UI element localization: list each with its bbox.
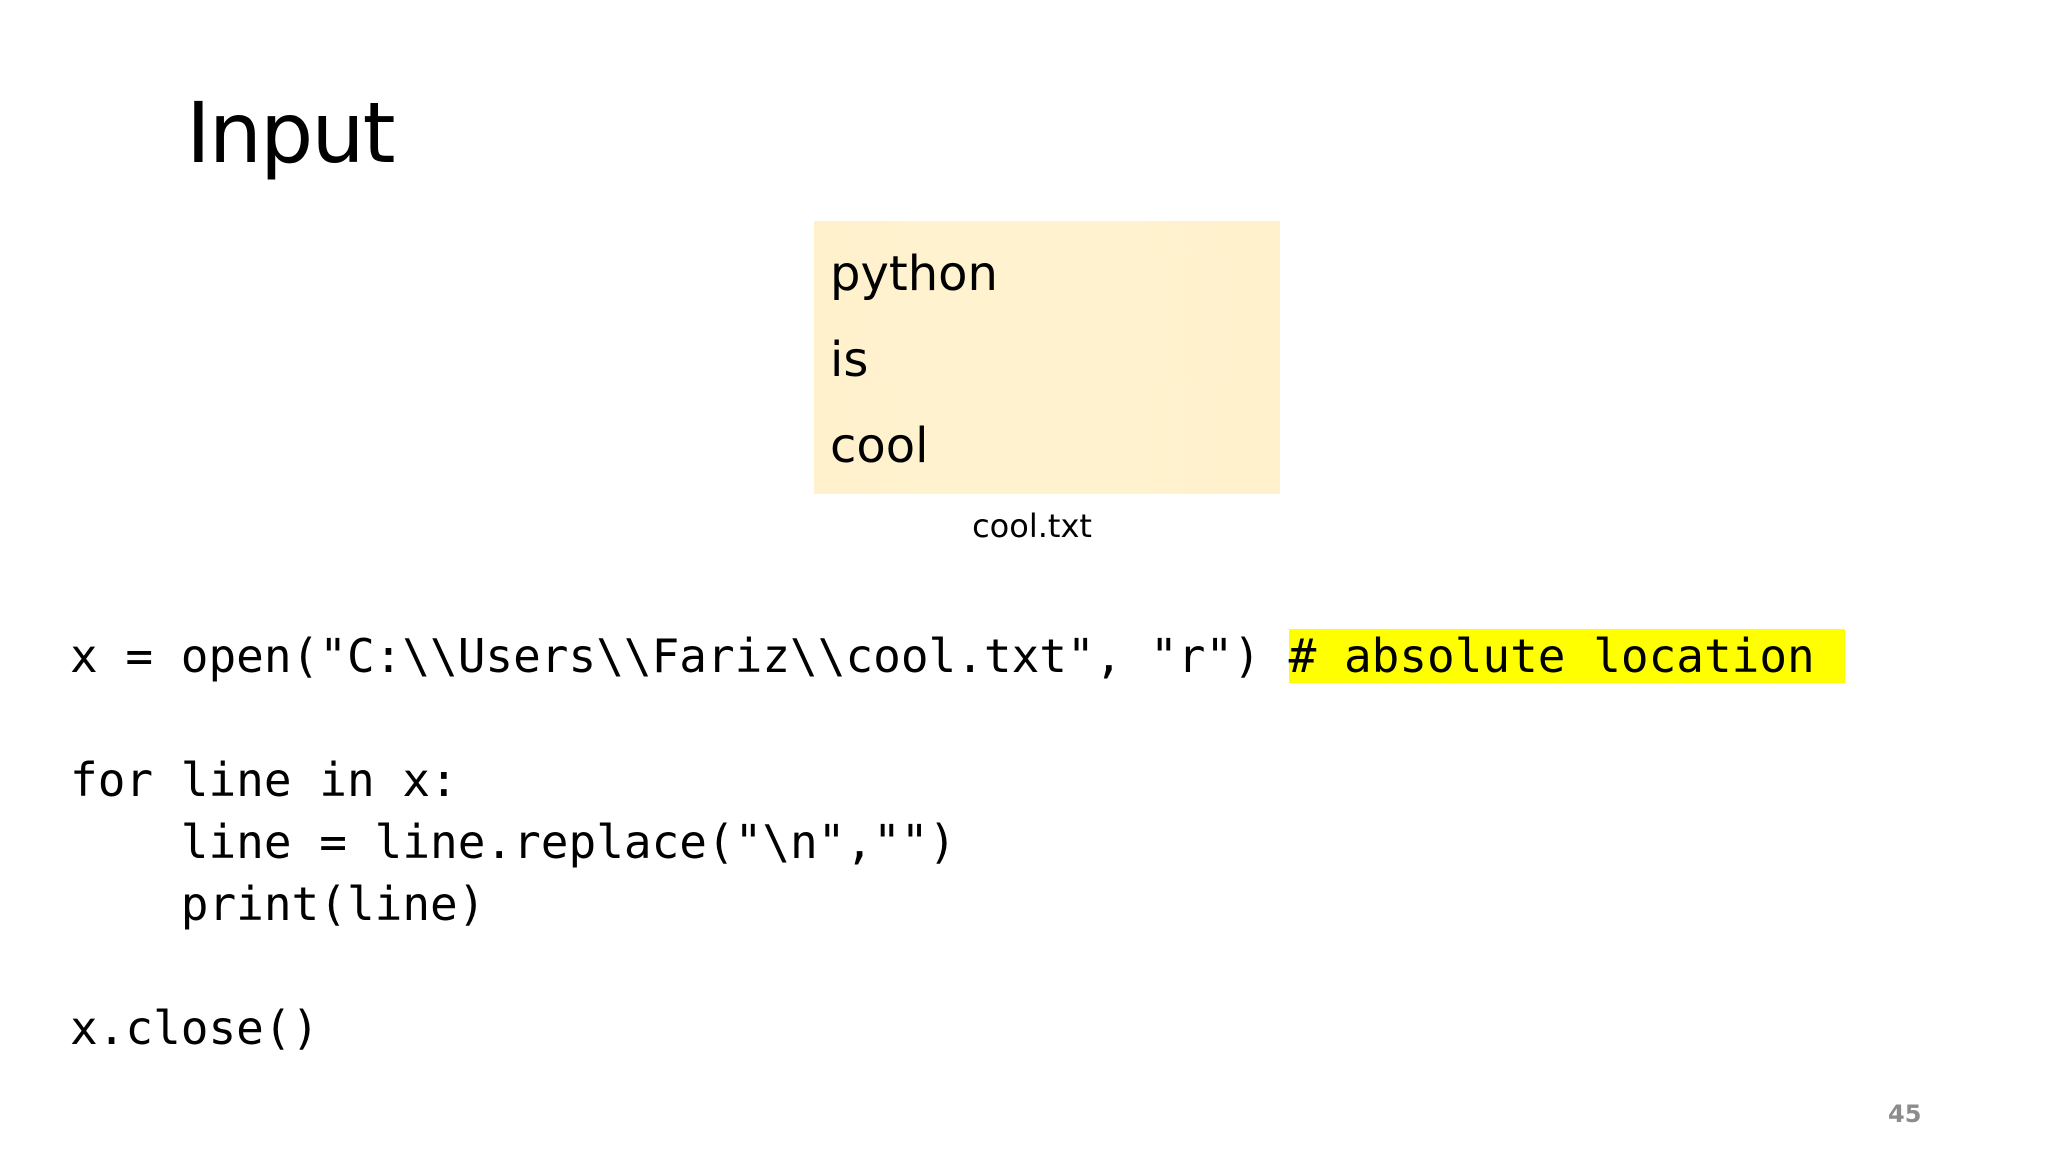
code-line-print: print(line) bbox=[70, 877, 486, 931]
code-blank-line bbox=[70, 935, 1845, 997]
file-line-3: cool bbox=[830, 418, 929, 474]
file-name-caption: cool.txt bbox=[972, 507, 1092, 545]
slide-title: Input bbox=[186, 84, 396, 182]
open-statement: x = open("C:\\Users\\Fariz\\cool.txt", "… bbox=[70, 629, 1289, 683]
file-line-2: is bbox=[830, 332, 869, 388]
highlighted-comment: # absolute location bbox=[1288, 629, 1845, 683]
code-blank-line bbox=[70, 687, 1845, 749]
file-line-1: python bbox=[830, 246, 998, 302]
code-block: x = open("C:\\Users\\Fariz\\cool.txt", "… bbox=[70, 625, 1845, 1059]
code-line-close: x.close() bbox=[70, 1001, 320, 1055]
file-contents-box: python is cool bbox=[814, 221, 1280, 494]
code-line-for: for line in x: bbox=[70, 753, 458, 807]
page-number: 45 bbox=[1888, 1100, 1922, 1128]
code-line-open: x = open("C:\\Users\\Fariz\\cool.txt", "… bbox=[70, 625, 1845, 687]
code-line-replace: line = line.replace("\n","") bbox=[70, 815, 957, 869]
